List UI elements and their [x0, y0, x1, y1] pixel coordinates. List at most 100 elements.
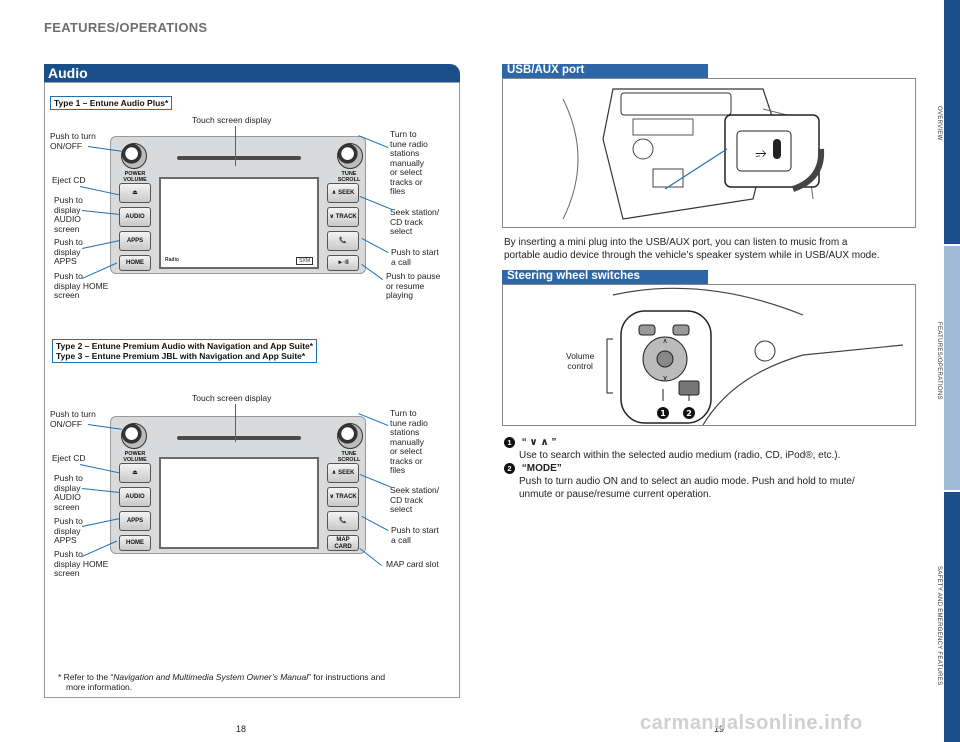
steering-wheel-illustration: ∧ ∨ 1 2	[606, 287, 904, 425]
home-button[interactable]: HOME	[119, 255, 151, 271]
label-touch-screen-2: Touch screen display	[192, 393, 272, 403]
head-unit-type2-3: POWER VOLUME TUNE SCROLL ⏏ AUDIO APPS HO…	[110, 416, 366, 554]
steering-photo: ∧ ∨ 1 2	[502, 284, 916, 426]
usb-aux-photo: ⭌	[502, 78, 916, 228]
type3-label: Type 3 – Entune Premium JBL with Navigat…	[56, 351, 306, 361]
item-title-2: “MODE”	[521, 463, 562, 474]
audio-section-tab: Audio	[44, 64, 460, 82]
usb-aux-title: USB/AUX port	[507, 64, 585, 76]
audio-button[interactable]: AUDIO	[119, 207, 151, 227]
track-button[interactable]: ∨ TRACK	[327, 207, 359, 227]
label-audio-screen-2: Push to display AUDIO screen	[54, 473, 83, 512]
power-volume-label: POWER VOLUME	[123, 451, 147, 463]
item-text-1: Use to search within the selected audio …	[519, 450, 841, 461]
label-seek-1: Seek station/ CD track select	[390, 207, 440, 236]
label-push-turn-2: Push to turn ON/OFF	[50, 409, 96, 429]
tune-scroll-label: TUNE SCROLL	[337, 451, 361, 463]
touch-screen-display[interactable]: Radio SXM	[159, 177, 319, 269]
page-number-left: 18	[236, 724, 247, 734]
usb-description-line1: By inserting a mini plug into the USB/AU…	[504, 237, 848, 248]
home-button[interactable]: HOME	[119, 535, 151, 551]
label-seek-2: Seek station/ CD track select	[390, 485, 440, 514]
svg-text:⭌: ⭌	[755, 145, 766, 161]
label-call-1: Push to start a call	[391, 247, 439, 267]
watermark: carmanualsonline.info	[640, 712, 863, 734]
usb-aux-description: By inserting a mini plug into the USB/AU…	[504, 236, 880, 262]
power-volume-label: POWER VOLUME	[123, 171, 147, 183]
label-eject-1: Eject CD	[52, 175, 86, 185]
status-radio: Radio	[165, 257, 179, 263]
footnote-manual-title: Navigation and Multimedia System Owner’s…	[113, 672, 309, 682]
steering-switches-title: Steering wheel switches	[507, 270, 640, 282]
eject-button[interactable]: ⏏	[119, 463, 151, 483]
side-tab-label-safety: SAFETY AND EMERGENCY FEATURES	[936, 566, 942, 686]
label-touch-screen-1: Touch screen display	[192, 115, 272, 125]
label-eject-2: Eject CD	[52, 453, 86, 463]
leader-line	[235, 404, 236, 442]
map-card-slot[interactable]: MAP CARD	[327, 535, 359, 551]
label-apps-2: Push to display APPS	[54, 516, 83, 545]
phone-button[interactable]: 📞	[327, 231, 359, 251]
cd-slot	[177, 156, 301, 160]
apps-button[interactable]: APPS	[119, 231, 151, 251]
type1-label: Type 1 – Entune Audio Plus*	[50, 96, 173, 110]
power-volume-knob[interactable]	[121, 423, 147, 449]
screen-status-bar: Radio SXM	[165, 257, 313, 265]
item-title-1: “ ∨ ∧ ”	[521, 437, 557, 448]
steering-item-2: 2 “MODE” Push to turn audio ON and to se…	[504, 462, 855, 501]
side-tab-overview[interactable]	[944, 0, 960, 244]
label-tune-2: Turn to tune radio stations manually or …	[390, 408, 428, 475]
label-tune-1: Turn to tune radio stations manually or …	[390, 129, 428, 196]
audio-section-title: Audio	[48, 65, 88, 81]
touch-screen-display[interactable]	[159, 457, 319, 549]
svg-text:1: 1	[660, 409, 666, 418]
tune-scroll-knob[interactable]	[337, 143, 363, 169]
play-pause-button[interactable]: ►·II	[327, 255, 359, 271]
footnote: * Refer to the “Navigation and Multimedi…	[58, 672, 385, 692]
type23-label: Type 2 – Entune Premium Audio with Navig…	[52, 339, 318, 363]
steering-switches-tab: Steering wheel switches	[502, 270, 708, 284]
svg-text:2: 2	[686, 409, 692, 418]
label-pause-1: Push to pause or resume playing	[386, 271, 441, 300]
usb-aux-tab: USB/AUX port	[502, 64, 708, 78]
audio-button[interactable]: AUDIO	[119, 487, 151, 507]
apps-button[interactable]: APPS	[119, 511, 151, 531]
item-text-2a: Push to turn audio ON and to select an a…	[519, 476, 855, 487]
label-call-2: Push to start a call	[391, 525, 439, 545]
cd-slot	[177, 436, 301, 440]
item-text-2b: unmute or pause/resume current operation…	[519, 489, 712, 500]
footnote-suffix: ” for instructions and	[308, 672, 386, 682]
label-map-slot: MAP card slot	[386, 559, 439, 569]
leader-line	[235, 126, 236, 166]
footnote-prefix: * Refer to the “	[58, 672, 114, 682]
steering-item-1: 1 “ ∨ ∧ ” Use to search within the selec…	[504, 436, 840, 462]
track-button[interactable]: ∨ TRACK	[327, 487, 359, 507]
console-illustration: ⭌	[562, 88, 825, 220]
label-push-turn-1: Push to turn ON/OFF	[50, 131, 96, 151]
seek-button[interactable]: ∧ SEEK	[327, 183, 359, 203]
volume-control-label: Volume control	[566, 351, 595, 371]
label-home-1: Push to display HOME screen	[54, 271, 109, 300]
phone-button[interactable]: 📞	[327, 511, 359, 531]
svg-text:∧: ∧	[662, 337, 667, 345]
type2-label: Type 2 – Entune Premium Audio with Navig…	[56, 341, 314, 351]
label-home-2: Push to display HOME screen	[54, 549, 109, 578]
head-unit-type1: POWER VOLUME TUNE SCROLL ⏏ AUDIO APPS HO…	[110, 136, 366, 274]
power-volume-knob[interactable]	[121, 143, 147, 169]
side-tab-label-features: FEATURES/OPERATIONS	[936, 322, 942, 400]
side-tab-safety[interactable]	[944, 492, 960, 742]
status-sxm: SXM	[296, 257, 313, 265]
tune-scroll-label: TUNE SCROLL	[337, 171, 361, 183]
side-tab-label-overview: OVERVIEW	[936, 106, 942, 141]
eject-button[interactable]: ⏏	[119, 183, 151, 203]
page-number-right: 19	[714, 724, 725, 734]
seek-button[interactable]: ∧ SEEK	[327, 463, 359, 483]
tune-scroll-knob[interactable]	[337, 423, 363, 449]
page-header-title: FEATURES/OPERATIONS	[44, 20, 208, 35]
label-audio-screen-1: Push to display AUDIO screen	[54, 195, 83, 234]
side-tab-features[interactable]	[944, 246, 960, 490]
footnote-line2: more information.	[66, 682, 133, 692]
usb-description-line2: portable audio device through the vehicl…	[504, 250, 880, 261]
svg-text:∨: ∨	[662, 374, 667, 382]
item-number-2: 2	[504, 463, 515, 474]
